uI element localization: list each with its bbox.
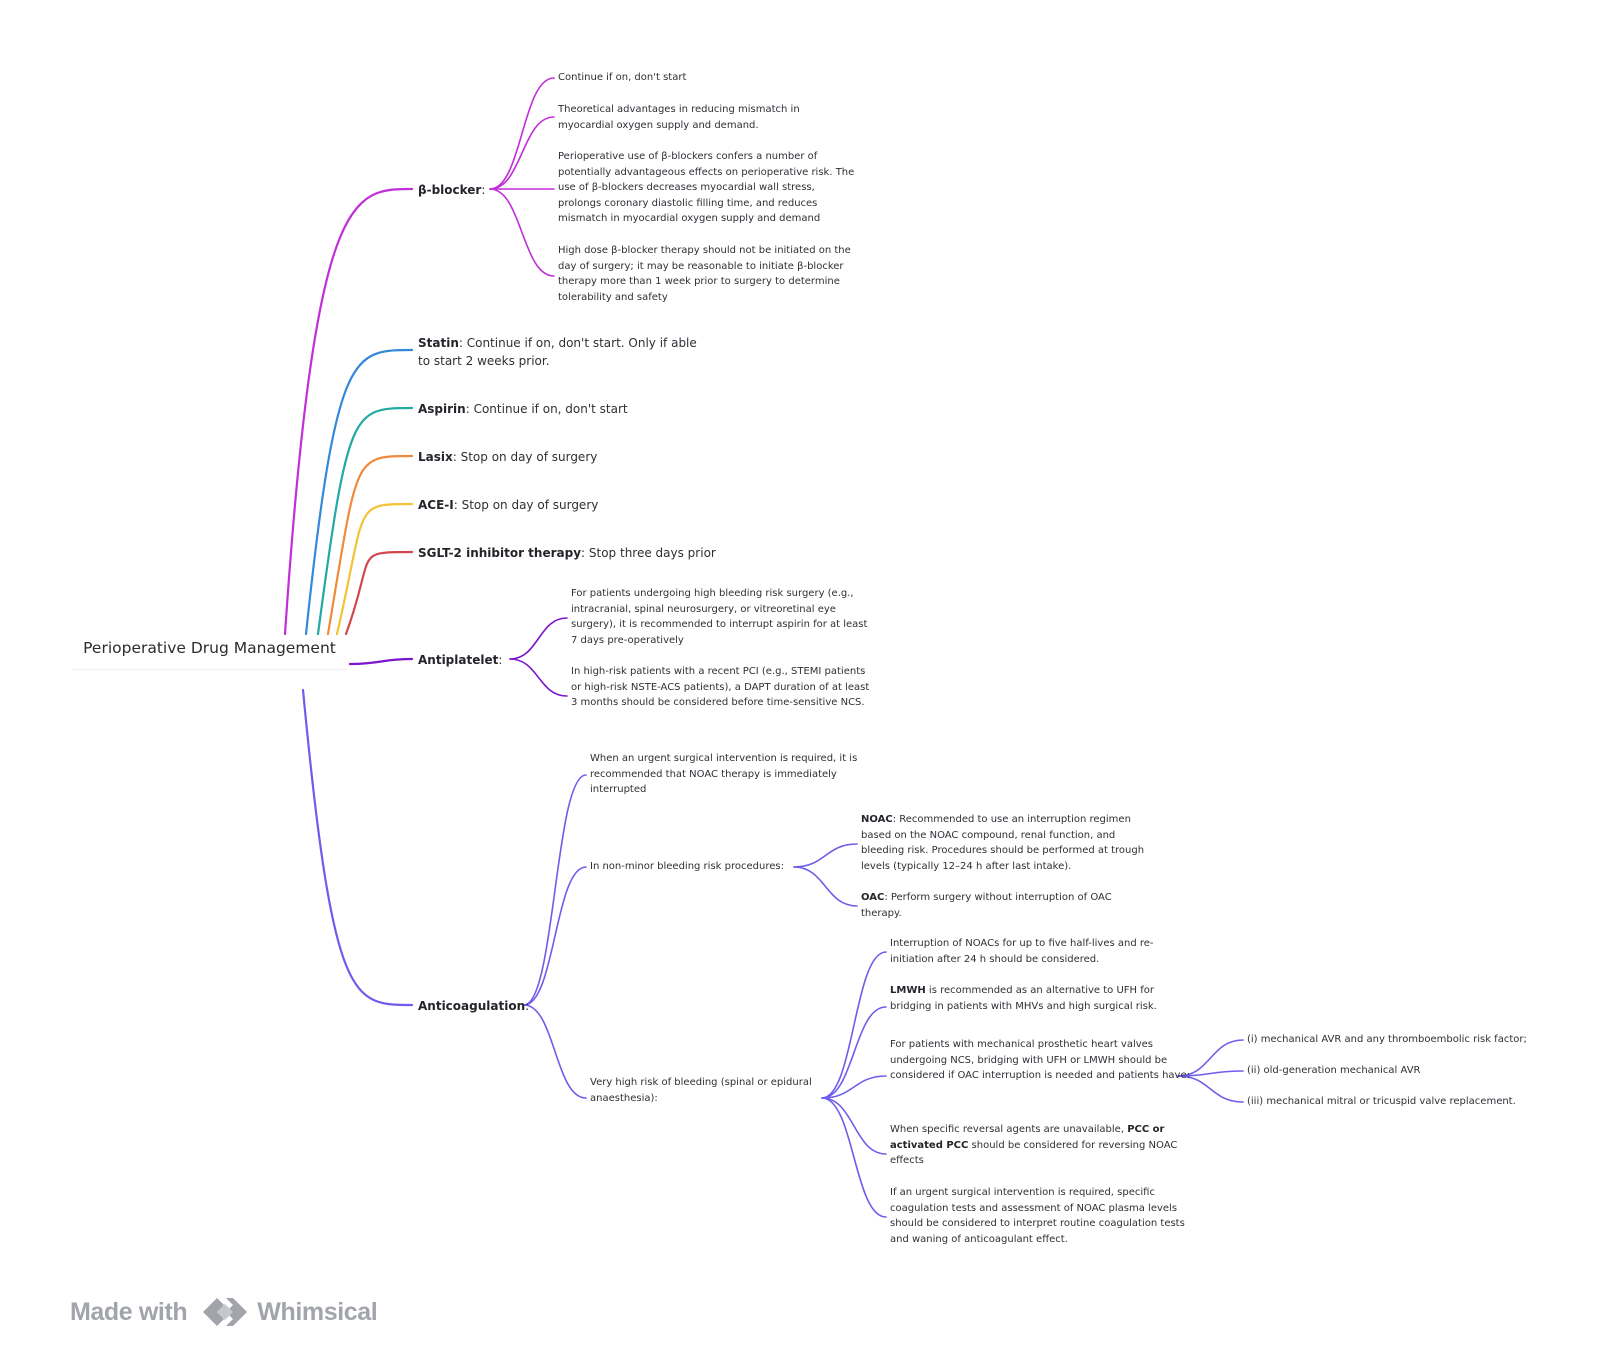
branch-sglt2[interactable]: SGLT-2 inhibitor therapy: Stop three day… [418,546,716,560]
vhr-noac-interruption[interactable]: Interruption of NOACs for up to five hal… [890,938,1154,965]
brand-name: Whimsical [257,1297,378,1326]
brand-prefix: Made with [70,1297,188,1326]
wire-beta-blocker-note-4 [489,188,555,277]
non-minor-oac[interactable]: OAC: Perform surgery without interruptio… [861,892,1112,919]
vhr-mechanical-valves[interactable]: For patients with mechanical prosthetic … [890,1039,1190,1081]
wire-vhr-child-1 [821,951,887,1099]
anticoag-very-high-risk[interactable]: Very high risk of bleeding (spinal or ep… [590,1077,812,1104]
beta-blocker-note-3[interactable]: Perioperative use of β-blockers confers … [558,151,855,224]
branch-beta-blocker[interactable]: β-blocker: [418,183,486,197]
beta-blocker-note-1[interactable]: Continue if on, don't start [558,72,687,83]
vhr-lmwh[interactable]: LMWH is recommended as an alternative to… [890,985,1157,1012]
wire-anticoag-child-2 [523,866,587,1006]
wire-root-ace-i [335,502,414,636]
branch-ace-i[interactable]: ACE-I: Stop on day of surgery [418,498,599,512]
valve-condition-1[interactable]: (i) mechanical AVR and any thromboemboli… [1247,1034,1527,1045]
wire-vhr-child-5 [821,1097,887,1218]
whimsical-logo-icon [203,1298,248,1326]
wire-anticoag-child-3 [523,1004,587,1099]
valve-condition-2[interactable]: (ii) old-generation mechanical AVR [1247,1065,1421,1076]
beta-blocker-note-4[interactable]: High dose β-blocker therapy should not b… [558,245,851,303]
wire-valve-condition-1 [1177,1039,1244,1077]
vhr-coagulation-tests[interactable]: If an urgent surgical intervention is re… [890,1187,1185,1245]
wire-root-lasix [326,454,414,636]
antiplatelet-note-2[interactable]: In high-risk patients with a recent PCI … [571,666,870,708]
wire-non-minor-child-2 [793,866,858,907]
beta-blocker-note-2[interactable]: Theoretical advantages in reducing misma… [558,104,800,131]
wire-antiplatelet-note-1 [509,617,568,660]
branch-statin[interactable]: Statin: Continue if on, don't start. Onl… [418,336,697,368]
wire-anticoag-child-1 [523,774,587,1006]
wire-root-aspirin [316,406,414,636]
antiplatelet-note-1[interactable]: For patients undergoing high bleeding ri… [571,588,868,646]
wire-vhr-child-2 [821,1006,887,1099]
anticoag-non-minor[interactable]: In non-minor bleeding risk procedures: [590,861,784,872]
wire-root-antiplatelet [348,657,414,666]
vhr-reversal-agents[interactable]: When specific reversal agents are unavai… [890,1124,1178,1166]
non-minor-noac[interactable]: NOAC: Recommended to use an interruption… [861,814,1145,872]
wire-non-minor-child-1 [793,843,858,868]
made-with-whimsical-badge[interactable]: Made with Whimsical [70,1292,378,1332]
wire-valve-condition-3 [1177,1075,1244,1103]
anticoag-note-urgent[interactable]: When an urgent surgical intervention is … [590,753,858,795]
valve-condition-3[interactable]: (iii) mechanical mitral or tricuspid val… [1247,1096,1516,1107]
wire-root-anticoagulation [301,688,414,1007]
branch-aspirin[interactable]: Aspirin: Continue if on, don't start [418,402,628,416]
wire-antiplatelet-note-2 [509,658,568,697]
wire-root-statin [304,348,414,636]
branch-lasix[interactable]: Lasix: Stop on day of surgery [418,450,598,464]
root-node[interactable]: Perioperative Drug Management [72,627,347,670]
wire-beta-blocker-note-2 [489,116,555,190]
wire-beta-blocker-note-1 [489,77,555,190]
wire-vhr-child-4 [821,1097,887,1155]
wire-vhr-child-3 [821,1075,887,1099]
wire-root-beta-blocker [283,187,414,636]
wire-root-sglt2 [344,550,414,636]
branch-anticoagulation[interactable]: Anticoagulation: [418,999,530,1013]
branch-antiplatelet[interactable]: Antiplatelet: [418,653,503,667]
